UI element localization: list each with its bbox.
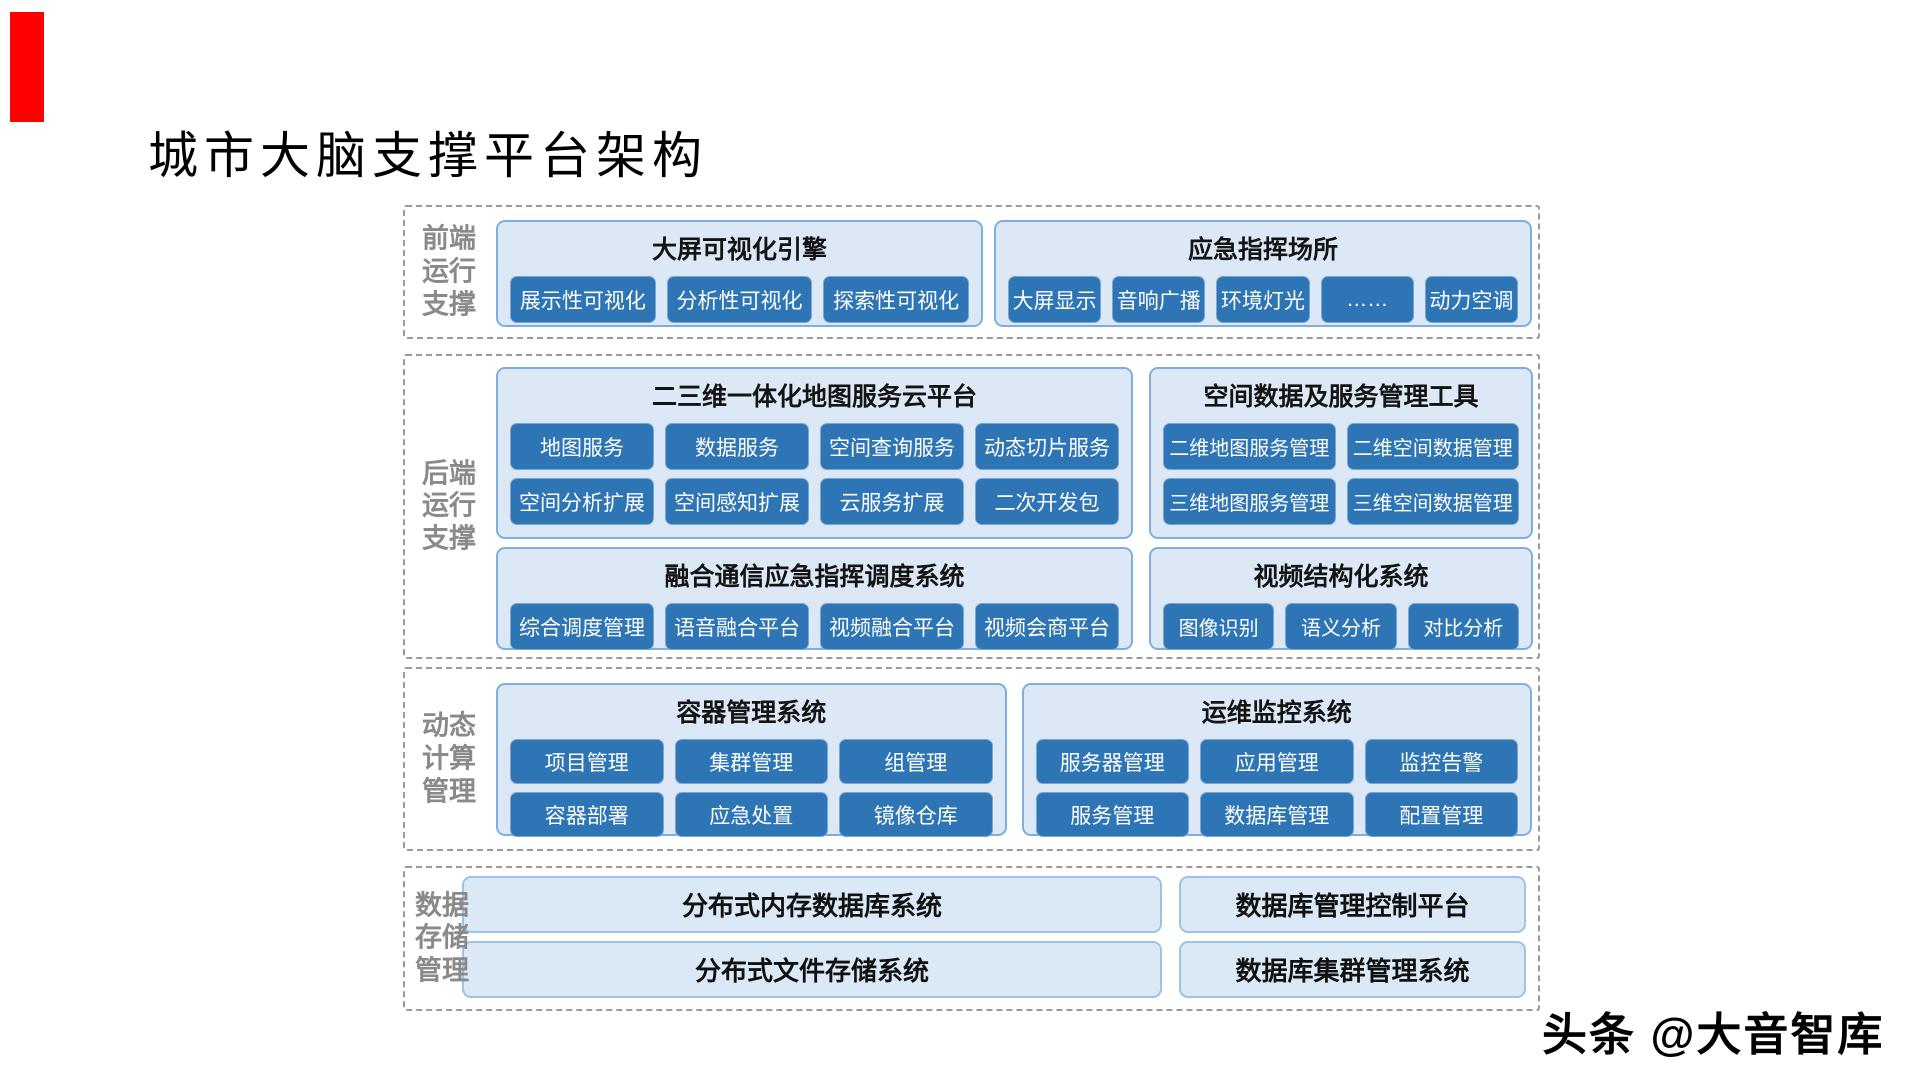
button-row: 二维地图服务管理 二维空间数据管理 [1163,423,1519,470]
panel-container-management-system: 容器管理系统 项目管理 集群管理 组管理 容器部署 应急处置 镜像仓库 [496,683,1007,837]
module-box: 探索性可视化 [823,276,970,323]
module-box: 监控告警 [1364,739,1518,784]
band-frontend-content: 大屏可视化引擎 展示性可视化 分析性可视化 探索性可视化 应急指挥场所 大屏显示… [482,207,1538,337]
module-box: 云服务扩展 [820,478,964,525]
module-box: 视频融合平台 [820,603,964,650]
module-box-ellipsis: …… [1320,276,1414,323]
panel-title: 运维监控系统 [1201,699,1352,727]
band-dynamic-compute-management: 动态 计算 管理 容器管理系统 项目管理 集群管理 组管理 容器部署 应急处置 … [403,667,1540,851]
button-row: 服务器管理 应用管理 监控告警 [1035,739,1518,784]
band-label-line: 动态 [422,710,476,741]
module-box: 展示性可视化 [510,276,656,323]
panel-ops-monitoring-system: 运维监控系统 服务器管理 应用管理 监控告警 服务管理 数据库管理 配置管理 [1021,683,1532,837]
button-row: 空间分析扩展 空间感知扩展 云服务扩展 二次开发包 [510,478,1119,525]
toutiao-watermark: 头条 @大音智库 [1542,1009,1885,1060]
band-storage-content: 分布式内存数据库系统 数据库管理控制平台 分布式文件存储系统 数据库集群管理系统 [462,868,1538,998]
module-box: 数据库管理 [1200,792,1354,837]
button-row: 容器部署 应急处置 镜像仓库 [510,792,993,837]
module-box: 配置管理 [1364,792,1518,837]
band-frontend-support: 前端 运行 支撑 大屏可视化引擎 展示性可视化 分析性可视化 探索性可视化 应急… [403,205,1540,339]
module-box: 项目管理 [510,739,664,784]
module-box: 三维地图服务管理 [1163,478,1336,525]
band-compute-label: 动态 计算 管理 [422,710,476,809]
module-box: 动力空调 [1424,276,1519,323]
module-box: 地图服务 [510,423,654,470]
module-box: 图像识别 [1163,603,1275,650]
band-label-line: 后端 [422,458,476,489]
band-label-line: 管理 [415,955,469,986]
module-box: 动态切片服务 [975,423,1119,470]
module-box: 应用管理 [1200,739,1354,784]
module-box: 视频会商平台 [975,603,1119,650]
panel-converged-comm-dispatch-system: 融合通信应急指挥调度系统 综合调度管理 语音融合平台 视频融合平台 视频会商平台 [496,547,1133,650]
band-label-line: 支撑 [422,289,476,320]
module-box: 空间查询服务 [820,423,964,470]
band-frontend-label: 前端 运行 支撑 [422,223,476,322]
module-box: 分析性可视化 [666,276,813,323]
band-label-line: 计算 [422,743,476,774]
band-backend-label: 后端 运行 支撑 [422,457,476,556]
red-corner-mark [10,12,44,122]
module-box: 数据服务 [665,423,809,470]
button-row: 项目管理 集群管理 组管理 [510,739,993,784]
storage-box-db-management-control-platform: 数据库管理控制平台 [1179,876,1526,933]
button-row: 综合调度管理 语音融合平台 视频融合平台 视频会商平台 [510,603,1119,650]
module-box: 大屏显示 [1008,276,1102,323]
band-label-line: 运行 [422,256,476,287]
module-box: 三维空间数据管理 [1346,478,1519,525]
module-box: 对比分析 [1407,603,1519,650]
panel-title: 容器管理系统 [676,699,827,727]
module-box: 服务器管理 [1035,739,1189,784]
panel-title: 应急指挥场所 [1187,236,1338,264]
storage-box-distributed-file-storage: 分布式文件存储系统 [462,941,1162,998]
band-label-line: 存储 [415,923,469,954]
module-box: 环境灯光 [1216,276,1310,323]
button-row: 大屏显示 音响广播 环境灯光 …… 动力空调 [1008,276,1519,323]
module-box: 综合调度管理 [510,603,654,650]
module-box: 服务管理 [1035,792,1189,837]
panel-map-service-cloud-platform: 二三维一体化地图服务云平台 地图服务 数据服务 空间查询服务 动态切片服务 空间… [496,367,1133,539]
module-box: 语音融合平台 [665,603,809,650]
band-label-line: 数据 [415,890,469,921]
panel-bigscreen-visualization-engine: 大屏可视化引擎 展示性可视化 分析性可视化 探索性可视化 [496,220,983,327]
button-row: 三维地图服务管理 三维空间数据管理 [1163,478,1519,525]
module-box: 组管理 [839,739,993,784]
band-label-line: 管理 [422,776,476,807]
module-box: 音响广播 [1112,276,1206,323]
module-box: 二次开发包 [975,478,1119,525]
band-storage-label: 数据 存储 管理 [415,889,469,988]
panel-spatial-data-service-tools: 空间数据及服务管理工具 二维地图服务管理 二维空间数据管理 三维地图服务管理 三… [1149,367,1533,539]
panel-title: 视频结构化系统 [1253,563,1429,591]
band-label-line: 前端 [422,223,476,254]
module-box: 语义分析 [1285,603,1397,650]
storage-box-db-cluster-management: 数据库集群管理系统 [1179,941,1526,998]
button-row: 图像识别 语义分析 对比分析 [1163,603,1519,650]
band-data-storage-management: 数据 存储 管理 分布式内存数据库系统 数据库管理控制平台 分布式文件存储系统 … [403,866,1540,1011]
button-row: 服务管理 数据库管理 配置管理 [1035,792,1518,837]
panel-title: 空间数据及服务管理工具 [1203,383,1479,411]
module-box: 二维空间数据管理 [1346,423,1519,470]
button-row: 展示性可视化 分析性可视化 探索性可视化 [510,276,970,323]
module-box: 集群管理 [674,739,828,784]
storage-box-distributed-memory-db: 分布式内存数据库系统 [462,876,1162,933]
band-label-line: 运行 [422,491,476,522]
button-row: 地图服务 数据服务 空间查询服务 动态切片服务 [510,423,1119,470]
page-title: 城市大脑支撑平台架构 [148,128,708,184]
module-box: 镜像仓库 [839,792,993,837]
band-label-line: 支撑 [422,523,476,554]
band-compute-content: 容器管理系统 项目管理 集群管理 组管理 容器部署 应急处置 镜像仓库 运维监控… [482,669,1538,849]
module-box: 空间感知扩展 [665,478,809,525]
panel-emergency-command-site: 应急指挥场所 大屏显示 音响广播 环境灯光 …… 动力空调 [994,220,1532,327]
panel-title: 融合通信应急指挥调度系统 [664,563,965,591]
panel-video-structuring-system: 视频结构化系统 图像识别 语义分析 对比分析 [1149,547,1533,650]
band-backend-support: 后端 运行 支撑 二三维一体化地图服务云平台 地图服务 数据服务 空间查询服务 … [403,354,1540,659]
module-box: 应急处置 [674,792,828,837]
module-box: 二维地图服务管理 [1163,423,1336,470]
band-backend-content: 二三维一体化地图服务云平台 地图服务 数据服务 空间查询服务 动态切片服务 空间… [482,356,1538,657]
module-box: 空间分析扩展 [510,478,654,525]
panel-title: 二三维一体化地图服务云平台 [651,383,977,411]
panel-title: 大屏可视化引擎 [651,236,827,264]
module-box: 容器部署 [510,792,664,837]
